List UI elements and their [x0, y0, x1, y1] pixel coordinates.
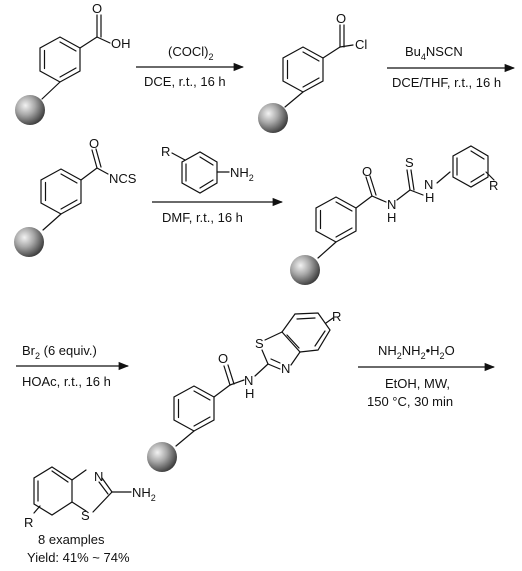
compound-thiourea-resin: O N H S N H R [290, 145, 498, 285]
atom-oh: OH [111, 36, 131, 51]
atom-n: N [244, 373, 253, 388]
atom-o: O [336, 11, 346, 26]
reaction-arrow-2: Bu4NSCN DCE/THF, r.t., 16 h [387, 44, 516, 90]
atom-cl: Cl [355, 37, 367, 52]
atom-n: N [94, 469, 103, 484]
resin-bead [290, 255, 320, 285]
reagent-hydrazine-hydrate: NH2NH2•H2O [378, 343, 455, 361]
atom-o: O [218, 351, 228, 366]
conditions-step-1: DCE, r.t., 16 h [144, 74, 226, 89]
reaction-arrow-4: Br2 (6 equiv.) HOAc, r.t., 16 h [16, 343, 130, 389]
reagent-bromine: Br2 (6 equiv.) [22, 343, 97, 361]
reaction-arrow-5: NH2NH2•H2O EtOH, MW, 150 °C, 30 min [358, 343, 496, 409]
summary-yield: Yield: 41% ~ 74% [27, 550, 130, 565]
conditions-step-4: HOAc, r.t., 16 h [22, 374, 111, 389]
conditions-step-5b: 150 °C, 30 min [367, 394, 453, 409]
atom-h: H [387, 210, 396, 225]
compound-isothiocyanate-resin: O NCS [14, 136, 137, 257]
atom-o: O [89, 136, 99, 151]
compound-2-aminobenzothiazole: N S NH2 R [24, 466, 156, 530]
atom-h: H [245, 386, 254, 401]
atom-s: S [255, 336, 264, 351]
conditions-step-3: DMF, r.t., 16 h [162, 210, 243, 225]
compound-acid-chloride-resin: O Cl [258, 11, 367, 133]
compound-benzoic-acid-resin: O OH [15, 1, 131, 125]
reagent-tbaa-thiocyanate: Bu4NSCN [405, 44, 463, 62]
atom-n: N [281, 361, 290, 376]
compound-benzothiazole-amide-resin: O N H S N R [147, 309, 341, 472]
reagent-substituted-aniline: R NH2 [161, 144, 254, 194]
summary-examples: 8 examples [38, 532, 105, 547]
reaction-arrow-1: (COCl)2 DCE, r.t., 16 h [136, 44, 245, 89]
resin-bead [147, 442, 177, 472]
group-nh2: NH2 [230, 165, 254, 183]
atom-s: S [81, 508, 90, 523]
conditions-step-2: DCE/THF, r.t., 16 h [392, 75, 501, 90]
reaction-arrow-3: DMF, r.t., 16 h [152, 197, 284, 225]
conditions-step-5a: EtOH, MW, [385, 376, 450, 391]
group-ncs: NCS [109, 171, 137, 186]
atom-n: N [387, 197, 396, 212]
substituent-r: R [332, 309, 341, 324]
atom-o: O [362, 164, 372, 179]
atom-h: H [425, 190, 434, 205]
substituent-r: R [489, 178, 498, 193]
atom-o: O [92, 1, 102, 16]
group-nh2: NH2 [132, 485, 156, 503]
substituent-r: R [161, 144, 170, 159]
reagent-oxalyl-chloride: (COCl)2 [168, 44, 213, 62]
resin-bead [15, 95, 45, 125]
substituent-r: R [24, 515, 33, 530]
atom-n: N [424, 177, 433, 192]
resin-bead [258, 103, 288, 133]
resin-bead [14, 227, 44, 257]
atom-s: S [405, 155, 414, 170]
